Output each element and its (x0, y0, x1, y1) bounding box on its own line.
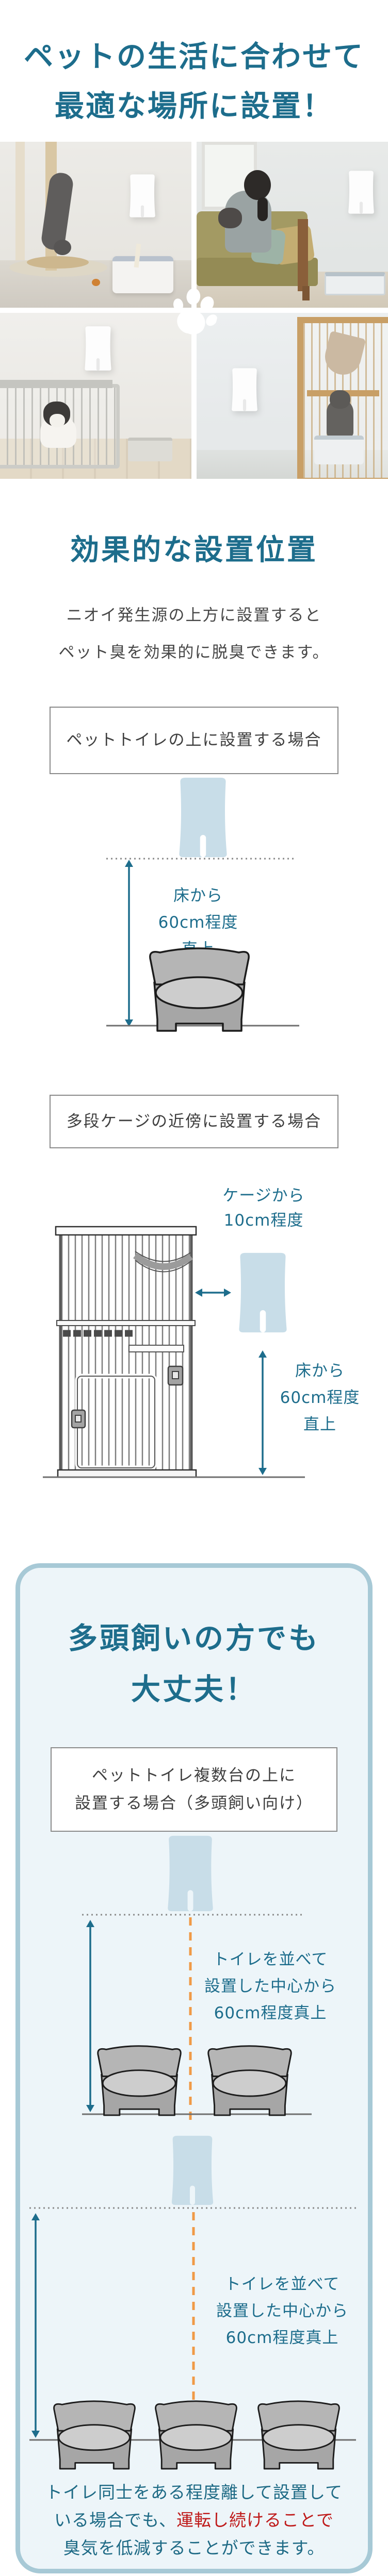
center-label-line2: 設置した中心から (204, 1977, 336, 1996)
multi-pet-heading-line1: 多頭飼いの方でも (68, 1621, 320, 1655)
litter-box-illustration (155, 2400, 237, 2470)
photo-cat-wooden-cage (197, 313, 388, 479)
gap-label-line1: ケージから (222, 1186, 304, 1205)
gap-arrow-head-left (195, 1289, 202, 1297)
height-label-line2: 60cm程度 (158, 913, 238, 932)
litter-box-illustration (207, 2045, 292, 2116)
deodorizer-device-photo (130, 174, 155, 218)
two-toilet-diagram: トイレを並べて 設置した中心から 60cm程度真上 (82, 1835, 336, 2127)
litter-box-illustration (149, 947, 250, 1032)
height-arrow-head-top (125, 860, 133, 867)
cage-base (57, 1469, 197, 1478)
multi-toilet-caption-line2: 設置する場合（多頭飼い向け） (75, 1794, 313, 1813)
photo-sofa-dog (197, 142, 388, 308)
cage-mid-rail (56, 1320, 196, 1326)
height-arrow-head-top (86, 1920, 94, 1927)
height-arrow-head-bottom (86, 2105, 94, 2112)
device-silhouette (171, 2135, 214, 2205)
page-title: ペットの生活に合わせて 最適な場所に設置！ (0, 0, 388, 131)
litter-box-illustration (257, 2400, 340, 2470)
multi-pet-heading-line2: 大丈夫！ (131, 1672, 257, 1707)
cage-top-rail (0, 380, 112, 388)
litter-box-photo (112, 256, 173, 293)
cage-latch-lower-hole (75, 1415, 82, 1423)
hammock-edge-bottom (135, 1260, 191, 1273)
note-line2-red: 運転し続けることで (176, 2510, 334, 2530)
center-label-line1: トイレを並べて (225, 2275, 340, 2294)
note-line1: トイレ同士をある程度離して設置して (45, 2482, 343, 2502)
sofa-leg (302, 286, 310, 300)
cat-head (54, 240, 71, 255)
height-arrow-head-top (31, 2213, 40, 2220)
height-label-line2: 60cm程度 (280, 1389, 360, 1407)
multi-toilet-caption-line1: ペットトイレ複数台の上に (92, 1766, 296, 1785)
dog-head (218, 208, 242, 228)
section-description-line2: ペット臭を効果的に脱臭できます。 (58, 643, 330, 662)
height-arrow-head-bottom (125, 1019, 133, 1027)
center-label-line3: 60cm程度真上 (214, 2004, 327, 2022)
device-silhouette (168, 1835, 213, 1912)
multi-level-cage-illustration (55, 1226, 197, 1478)
ponytail (257, 197, 268, 221)
multi-pet-heading: 多頭飼いの方でも 大丈夫！ (20, 1613, 368, 1715)
litter-box-illustration (53, 2400, 136, 2470)
note-line3: 臭気を低減することができます。 (63, 2538, 325, 2558)
multi-pet-panel: 多頭飼いの方でも 大丈夫！ ペットトイレ複数台の上に 設置する場合（多頭飼い向け… (15, 1563, 373, 2573)
person-hair (244, 170, 271, 200)
cat-tower-platform (27, 256, 89, 269)
section-heading: 効果的な設置位置 (70, 533, 318, 567)
sofa-arm-wood (298, 219, 308, 291)
pet-toy (92, 279, 100, 286)
height-label-line1: 床から (173, 886, 223, 905)
cage-latch-upper-hole (172, 1371, 179, 1379)
cat-tower-scratch-post (15, 142, 25, 260)
height-arrow-head-top (258, 1350, 267, 1358)
page-title-line1: ペットの生活に合わせて (24, 40, 364, 74)
note-line2-plain: いる場合でも、 (54, 2510, 176, 2530)
deodorizer-device-photo (232, 368, 257, 411)
toilet-case-caption: ペットトイレの上に設置する場合 (66, 731, 322, 749)
gap-arrow-head-right (224, 1289, 231, 1297)
photo-dog-cage (0, 313, 191, 479)
litter-box-illustration (97, 2045, 182, 2116)
photo-grid (0, 142, 388, 479)
toilet-placement-diagram: 床から 60cm程度 直上 (106, 777, 299, 1032)
section-description: ニオイ発生源の上方に設置すると ペット臭を効果的に脱臭できます。 (0, 597, 388, 671)
device-silhouette (239, 1252, 287, 1333)
center-label-line3: 60cm程度真上 (226, 2329, 339, 2347)
note-line2: いる場合でも、運転し続けることで (20, 2506, 368, 2534)
hammock-edge-top (135, 1251, 191, 1262)
deodorizer-device-photo (85, 326, 111, 371)
page-title-line2: 最適な場所に設置！ (55, 89, 333, 123)
pet-tray-photo (325, 272, 385, 295)
feeding-stand (128, 438, 172, 461)
dog-muzzle (50, 414, 65, 427)
deodorizer-device-photo (348, 171, 374, 214)
device-silhouette (179, 777, 227, 858)
center-label-line2: 設置した中心から (216, 2302, 348, 2320)
multi-toilet-caption-box: ペットトイレ複数台の上に 設置する場合（多頭飼い向け） (51, 1747, 337, 1832)
multi-pet-note: トイレ同士をある程度離して設置して いる場合でも、運転し続けることで 臭気を低減… (20, 2479, 368, 2562)
cage-case-caption-box: 多段ケージの近傍に設置する場合 (50, 1095, 338, 1148)
toilet-case-caption-box: ペットトイレの上に設置する場合 (50, 707, 338, 774)
height-arrow-head-bottom (31, 2431, 40, 2438)
cat-head (330, 390, 350, 409)
cage-placement-diagram: ケージから 10cm程度 床から 60cm程度 直上 (43, 1186, 360, 1478)
photo-cat-tower (0, 142, 191, 308)
three-toilet-diagram: トイレを並べて 設置した中心から 60cm程度真上 (29, 2135, 356, 2470)
center-label-line1: トイレを並べて (213, 1950, 328, 1969)
hammock (133, 1252, 193, 1270)
height-label-line1: 床から (295, 1362, 345, 1380)
section-description-line1: ニオイ発生源の上方に設置すると (66, 606, 322, 625)
cage-case-caption: 多段ケージの近傍に設置する場合 (66, 1112, 322, 1131)
gap-label-line2: 10cm程度 (224, 1211, 304, 1230)
height-label-line3: 直上 (303, 1415, 336, 1434)
height-arrow-head-bottom (258, 1468, 267, 1475)
cage-shelf-light (128, 1345, 184, 1352)
cage-top-bar (55, 1226, 197, 1236)
litter-pan (314, 436, 364, 464)
